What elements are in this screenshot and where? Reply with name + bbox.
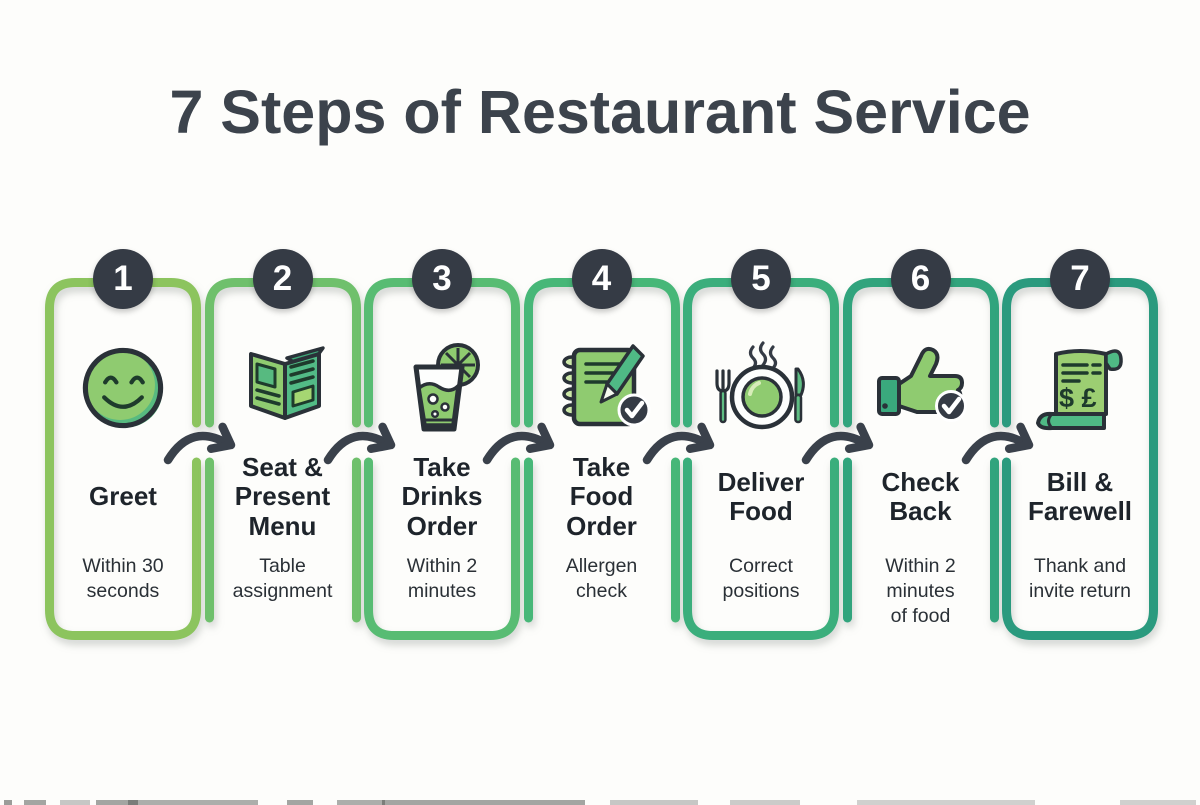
bottom-crop-mark [60, 800, 90, 805]
step-subtitle: Within 2 minutes of food [885, 555, 956, 627]
step-title: Check Back [881, 466, 960, 526]
step-number-badge: 2 [252, 249, 313, 309]
arrow-right-icon [958, 414, 1044, 470]
bottom-crop-mark [1120, 800, 1196, 805]
bottom-crop-mark [4, 800, 12, 805]
drink-glass-icon [413, 342, 480, 431]
plate-cutlery-icon [715, 340, 805, 429]
step-card-5: 5 Deliver Food Correct positions [683, 249, 839, 640]
step-title: Take Drinks Order [401, 451, 483, 541]
bottom-crop-mark [730, 800, 800, 805]
bottom-crop-mark [24, 800, 46, 805]
bottom-crop-mark [382, 800, 585, 805]
card-frame [45, 278, 201, 640]
step-number-badge: 7 [1050, 249, 1110, 309]
step-icon-slot [843, 332, 999, 444]
svg-text:$ £: $ £ [1059, 383, 1097, 413]
step-card-2: 2 Seat & Present Menu Table assignment [204, 249, 361, 640]
steps-row: 1 Greet Within 30 seconds 2 Seat & Prese… [45, 249, 1158, 668]
bottom-crop-mark [96, 800, 138, 805]
step-number-badge: 4 [571, 249, 632, 309]
thumbs-up-icon [876, 346, 967, 422]
step-title: Bill & Farewell [1027, 466, 1133, 526]
bill-receipt-icon: $ £ [1036, 348, 1123, 430]
step-card-6: 6 Check Back Within 2 minutes of food [842, 249, 999, 640]
step-icon-slot [364, 332, 520, 444]
step-number-badge: 6 [890, 249, 951, 309]
step-card-1: 1 Greet Within 30 seconds [45, 249, 201, 640]
step-title: Take Food Order [566, 451, 637, 541]
bottom-crop-artifact [0, 798, 1200, 805]
bottom-crop-mark [337, 800, 385, 805]
step-number-badge: 5 [731, 249, 791, 309]
bottom-crop-mark [610, 800, 698, 805]
arrow-right-icon [798, 414, 884, 470]
arrow-right-icon [639, 414, 725, 470]
step-card-4: 4 Take Food Order Allergen check [523, 249, 680, 640]
step-icon-slot: $ £ [1002, 332, 1158, 444]
smiley-face-icon [82, 347, 164, 429]
step-subtitle: Table assignment [232, 555, 333, 602]
card-frame [1002, 278, 1158, 640]
open-menu-icon [248, 346, 325, 420]
step-subtitle: Allergen check [565, 555, 638, 602]
step-subtitle: Within 30 seconds [82, 555, 164, 602]
step-subtitle: Within 2 minutes [406, 555, 478, 602]
step-icon-slot [45, 332, 201, 444]
step-icon-slot [205, 332, 361, 444]
step-title: Deliver Food [717, 466, 805, 526]
step-card-3: 3 Take Drinks Order Within 2 minutes [364, 249, 520, 640]
bottom-crop-mark [857, 800, 1035, 805]
arrow-right-icon [320, 414, 406, 470]
arrow-right-icon [160, 414, 246, 470]
step-number-badge: 3 [412, 249, 472, 309]
step-card-7: 7 $ £ Bill & Farewell Thank and invite r… [1002, 249, 1158, 640]
notepad-pencil-icon [562, 344, 651, 427]
page-title: 7 Steps of Restaurant Service [169, 78, 1031, 146]
step-icon-slot [524, 332, 680, 444]
step-number-badge: 1 [93, 249, 153, 309]
step-title: Greet [89, 481, 157, 512]
step-subtitle: Thank and invite return [1029, 555, 1131, 602]
arrow-right-icon [479, 414, 565, 470]
bottom-crop-mark [128, 800, 258, 805]
bottom-crop-mark [287, 800, 313, 805]
step-title: Seat & Present Menu [234, 451, 331, 541]
step-icon-slot [683, 332, 839, 444]
step-subtitle: Correct positions [722, 555, 800, 602]
